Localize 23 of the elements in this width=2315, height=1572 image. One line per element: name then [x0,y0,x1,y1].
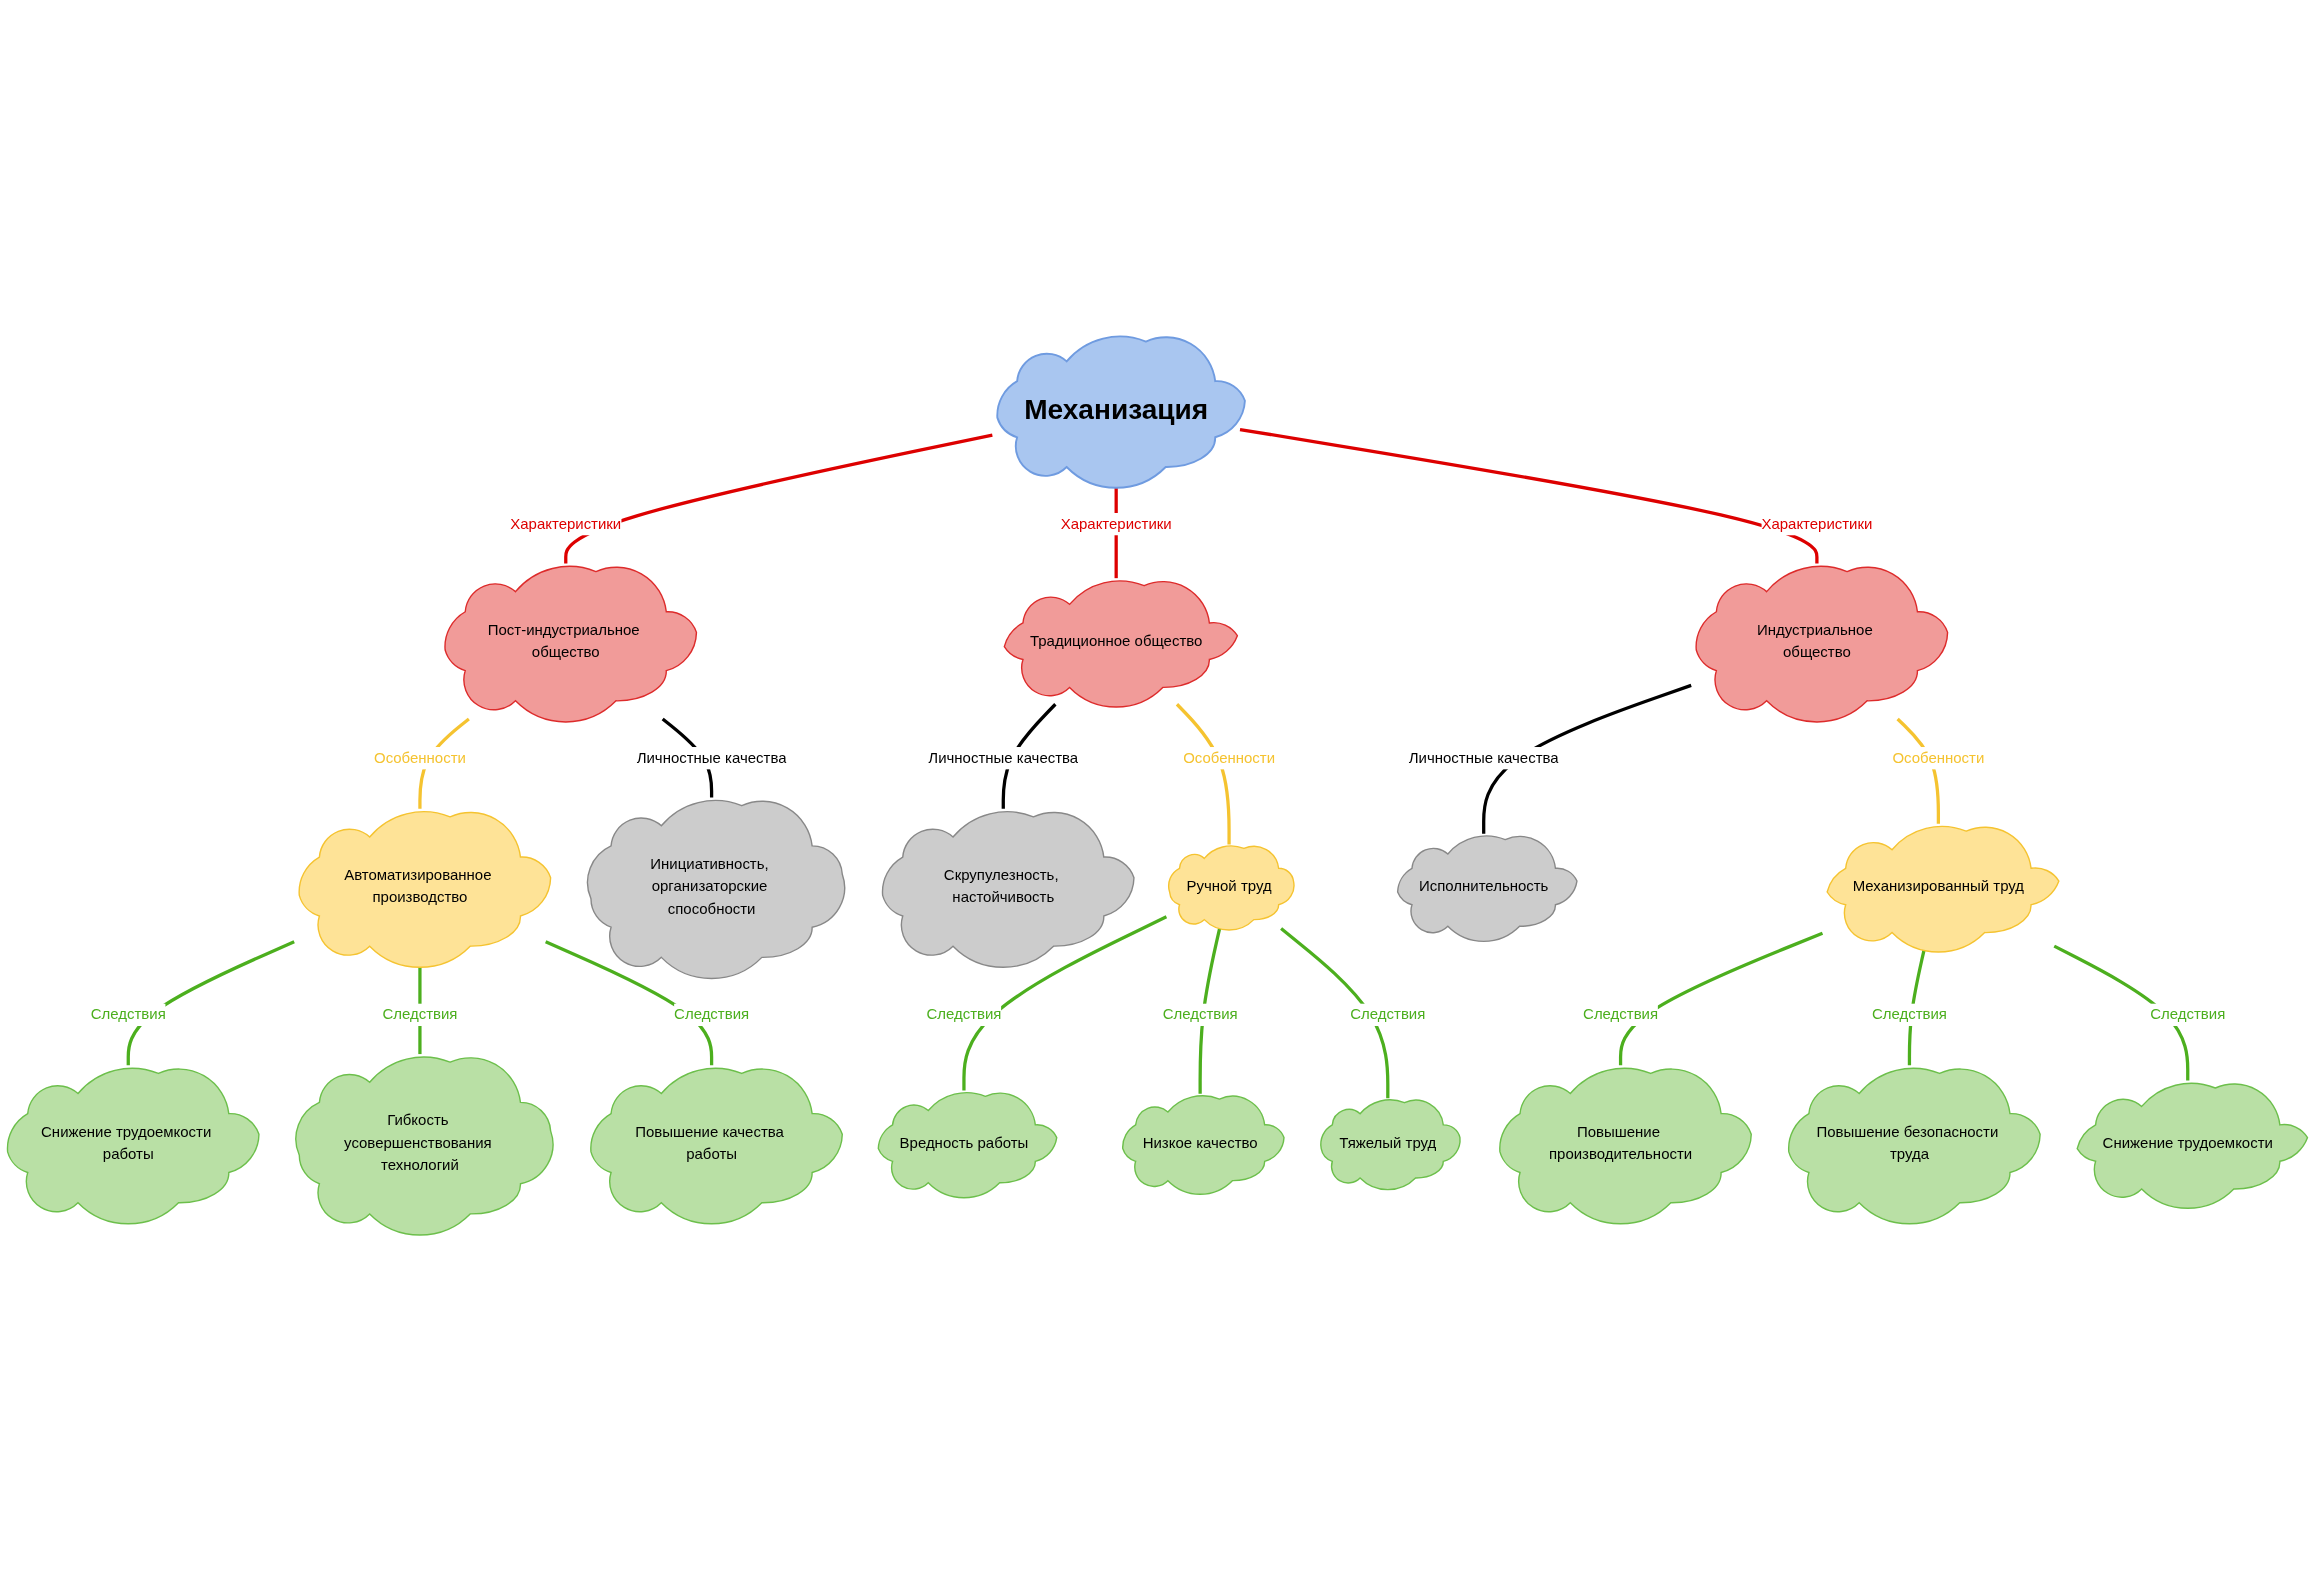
edge-label: Характеристики [510,515,622,532]
edge-label: Следствия [90,1006,166,1023]
connector [1239,428,1819,564]
connector [564,433,993,564]
edge-label: Следствия [926,1006,1002,1023]
edge-label: Характеристики [1761,515,1873,532]
edge-label: Личностные качества [636,750,787,766]
edge-label: Характеристики [1060,515,1172,532]
edge-label: Личностные качества [1408,750,1559,766]
connector [1618,932,1824,1066]
edge-label: Особенности [1183,750,1276,766]
edge-label: Следствия [1350,1006,1426,1023]
edge-label: Личностные качества [928,750,1079,766]
edge-label: Следствия [1583,1006,1659,1023]
edge-label: Следствия [382,1006,458,1023]
edge-label: Особенности [1892,750,1985,766]
connector [962,915,1168,1091]
edge-label: Следствия [2150,1006,2226,1023]
edge-label: Особенности [373,750,466,766]
edge-label: Следствия [1871,1006,1947,1023]
edge-label: Следствия [674,1006,750,1023]
edge-label: Следствия [1162,1006,1238,1023]
connector [1280,927,1390,1099]
